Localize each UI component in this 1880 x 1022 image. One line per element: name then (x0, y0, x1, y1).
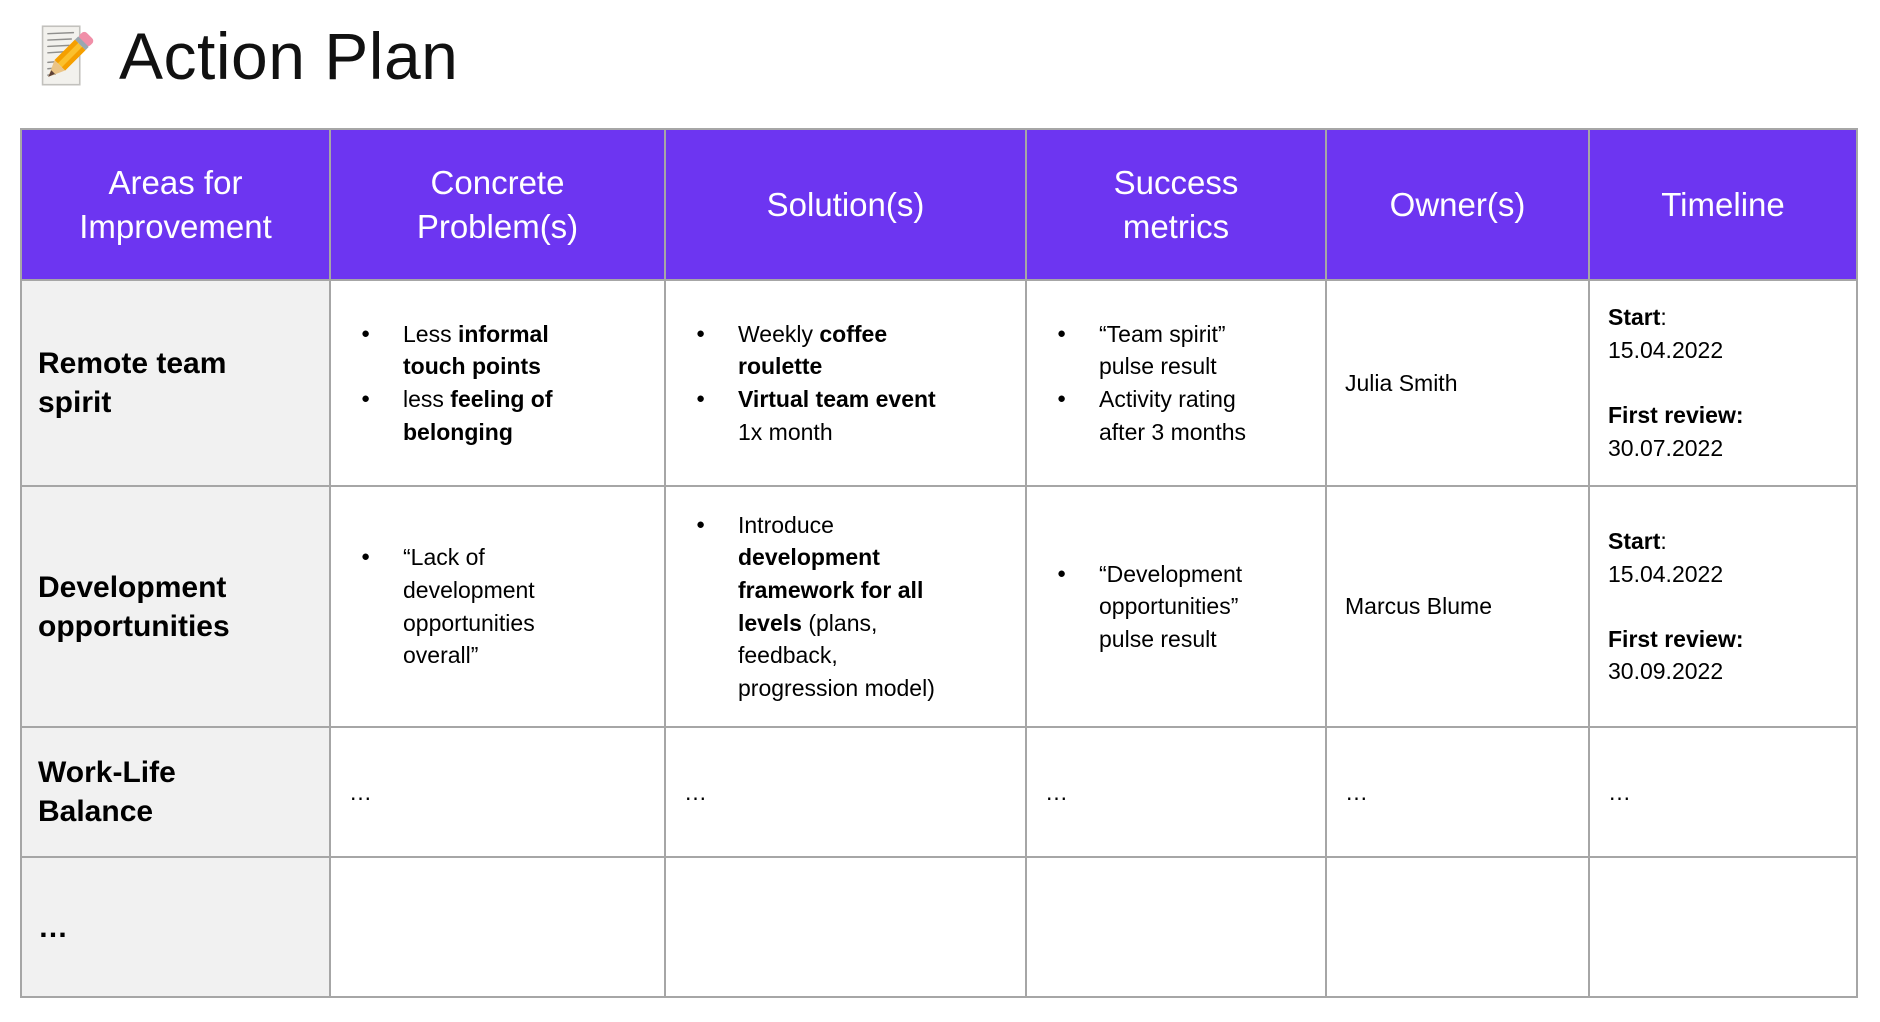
column-header-2: Concrete Problem(s) (329, 128, 666, 281)
timeline-line: Start: (1608, 304, 1667, 331)
cell-text: … (349, 778, 372, 805)
table-row: Remote team spiritLess informal touch po… (20, 279, 1858, 487)
bullet-item: Activity rating after 3 months (1027, 383, 1311, 448)
bullet-list: Weekly coffee rouletteVirtual team event… (666, 318, 1011, 449)
bullet-list: “Team spirit” pulse resultActivity ratin… (1027, 318, 1311, 449)
bullets-cell: Weekly coffee rouletteVirtual team event… (664, 279, 1027, 487)
timeline-line (1608, 590, 1838, 623)
timeline-line (1608, 367, 1838, 400)
bullets-cell: “Lack of development opportunities overa… (329, 485, 666, 728)
cell-text: Marcus Blume (1345, 593, 1492, 620)
bullets-cell: Introduce development framework for all … (664, 485, 1027, 728)
text-cell (1588, 856, 1858, 998)
cell-text: … (1345, 778, 1368, 805)
text-cell: Marcus Blume (1325, 485, 1590, 728)
bullet-list: Introduce development framework for all … (666, 509, 1011, 705)
bullet-item: Less informal touch points (331, 318, 650, 383)
timeline-line: 30.09.2022 (1608, 658, 1724, 685)
timeline-line: 15.04.2022 (1608, 560, 1724, 587)
timeline-line: 15.04.2022 (1608, 337, 1724, 364)
bullet-item: “Lack of development opportunities overa… (331, 541, 650, 672)
text-cell: … (1588, 726, 1858, 858)
bullet-item: “Development opportunities” pulse result (1027, 558, 1311, 656)
bullet-item: Virtual team event 1x month (666, 383, 1011, 448)
timeline-line: 30.07.2022 (1608, 434, 1724, 461)
timeline-cell: Start: 15.04.2022 First review: 30.09.2022 (1588, 485, 1858, 728)
bullets-cell: “Development opportunities” pulse result (1025, 485, 1327, 728)
text-cell (329, 856, 666, 998)
area-cell: Work-Life Balance (20, 726, 331, 858)
area-cell: Remote team spirit (20, 279, 331, 487)
bullet-item: Weekly coffee roulette (666, 318, 1011, 383)
bullets-cell: Less informal touch pointsless feeling o… (329, 279, 666, 487)
table-row: … (20, 856, 1858, 998)
bullet-item: “Team spirit” pulse result (1027, 318, 1311, 383)
column-header-5: Owner(s) (1325, 128, 1590, 281)
bullets-cell: “Team spirit” pulse resultActivity ratin… (1025, 279, 1327, 487)
text-cell: … (664, 726, 1027, 858)
table-row: Development opportunities“Lack of develo… (20, 485, 1858, 728)
area-cell: Development opportunities (20, 485, 331, 728)
timeline-line: Start: (1608, 527, 1667, 554)
text-cell (664, 856, 1027, 998)
column-header-3: Solution(s) (664, 128, 1027, 281)
cell-text: Julia Smith (1345, 369, 1458, 396)
text-cell: … (1025, 726, 1327, 858)
bullet-item: less feeling of belonging (331, 383, 650, 448)
bullet-item: Introduce development framework for all … (666, 509, 1011, 705)
bullet-list: “Development opportunities” pulse result (1027, 558, 1311, 656)
column-header-1: Areas for Improvement (20, 128, 331, 281)
cell-text: … (1045, 778, 1068, 805)
column-header-4: Success metrics (1025, 128, 1327, 281)
table-row: Work-Life Balance … … … … … (20, 726, 1858, 858)
memo-icon (33, 22, 101, 90)
text-cell (1025, 856, 1327, 998)
text-cell (1325, 856, 1590, 998)
timeline-line: First review: (1608, 402, 1744, 429)
text-cell: Julia Smith (1325, 279, 1590, 487)
cell-text: … (1608, 778, 1631, 805)
area-cell: … (20, 856, 331, 998)
timeline-line: First review: (1608, 625, 1744, 652)
bullet-list: Less informal touch pointsless feeling o… (331, 318, 650, 449)
column-header-6: Timeline (1588, 128, 1858, 281)
text-cell: … (1325, 726, 1590, 858)
page-title-row: Action Plan (33, 20, 458, 93)
cell-text: … (684, 778, 707, 805)
page-title: Action Plan (119, 19, 459, 93)
text-cell: … (329, 726, 666, 858)
timeline-cell: Start: 15.04.2022 First review: 30.07.2022 (1588, 279, 1858, 487)
bullet-list: “Lack of development opportunities overa… (331, 541, 650, 672)
